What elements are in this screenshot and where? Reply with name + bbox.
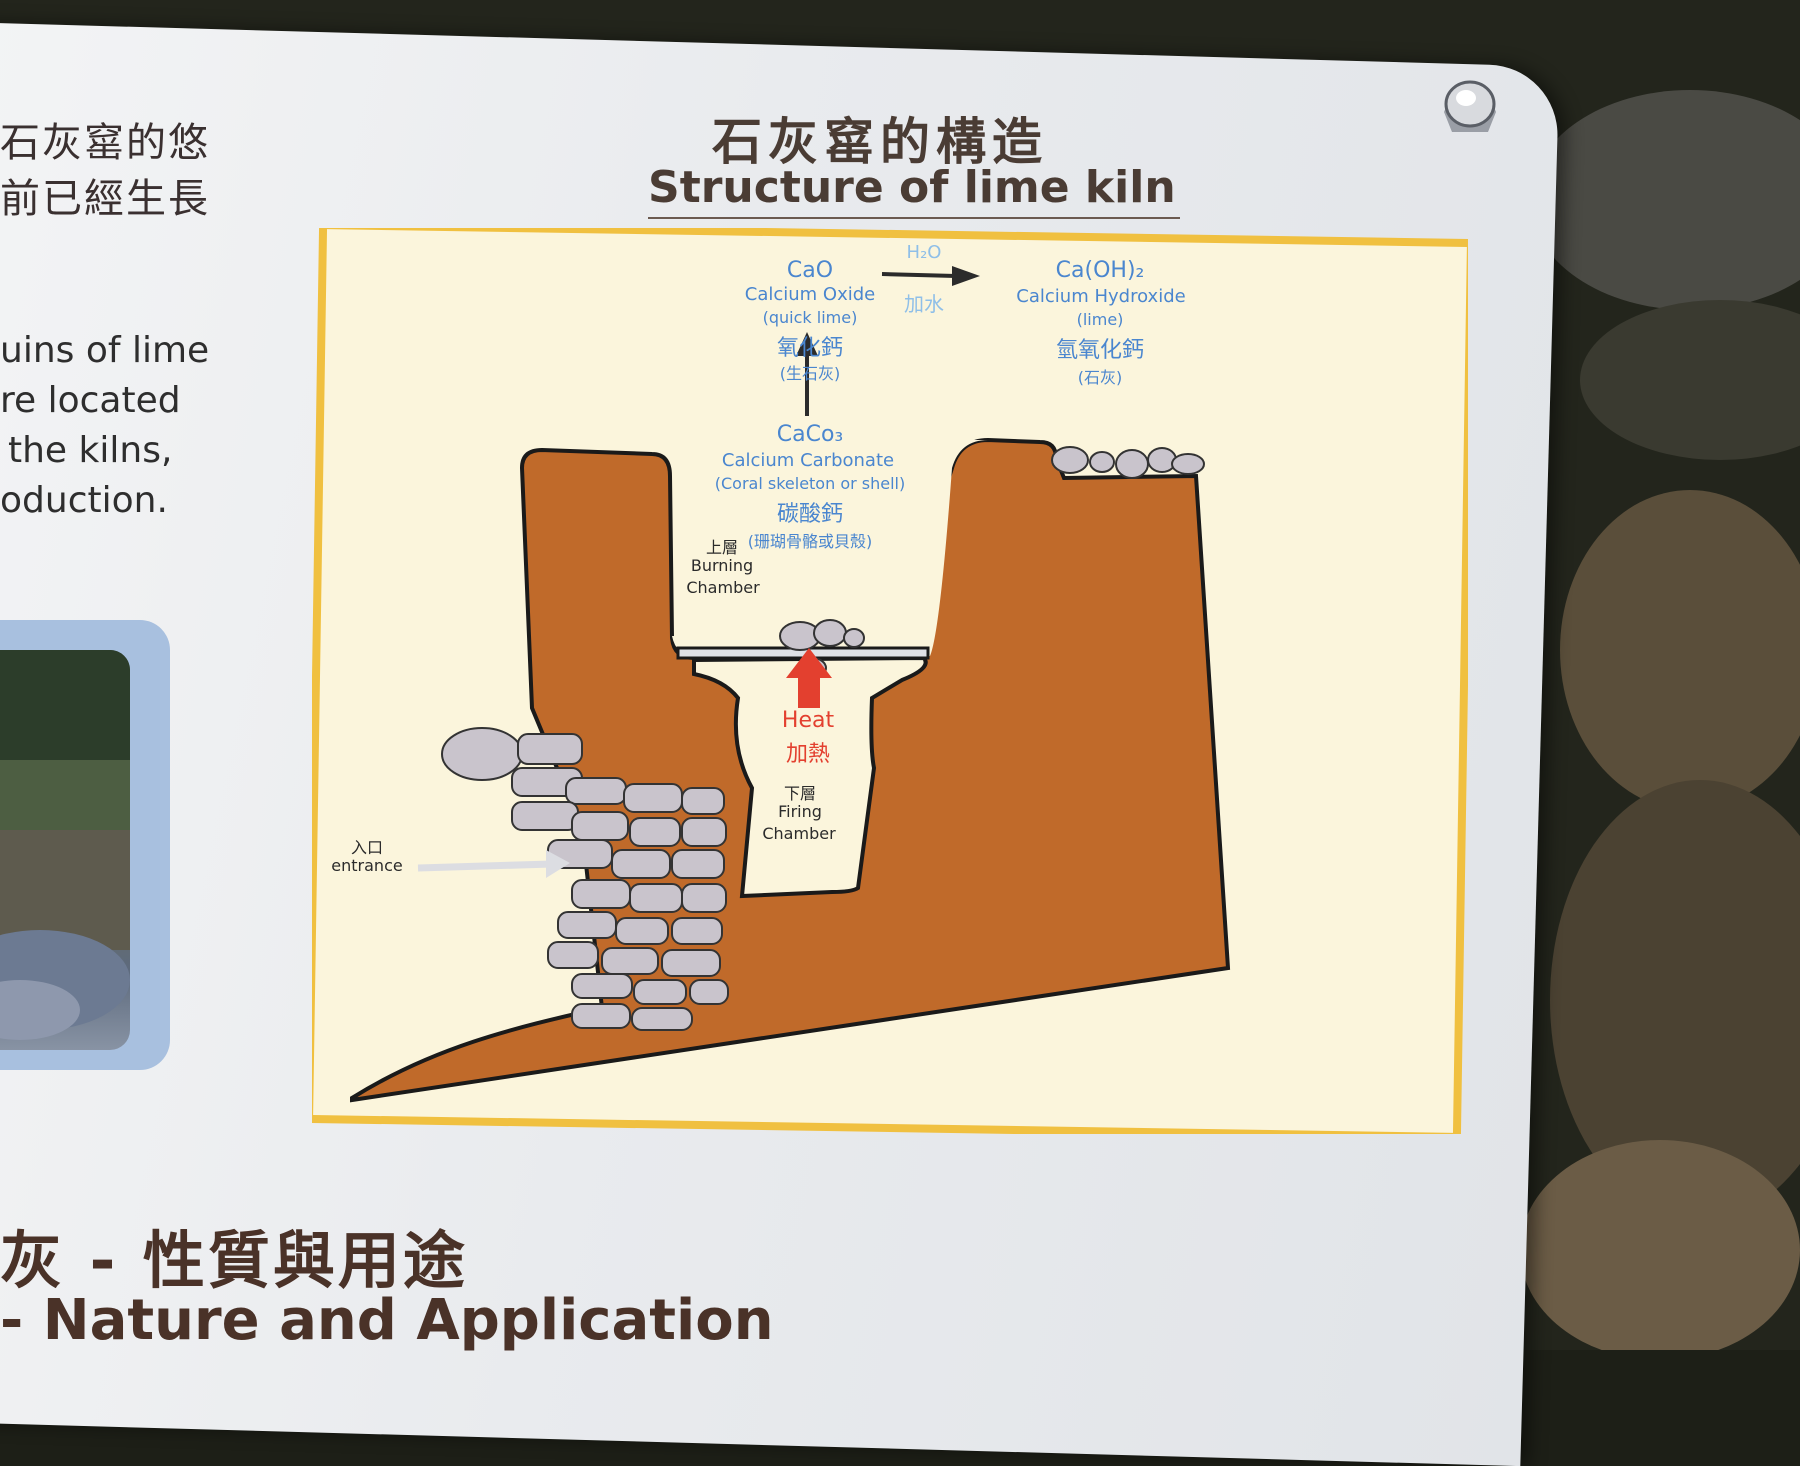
- cao-name-cn: 氧化鈣: [776, 336, 843, 361]
- lime-kiln-diagram: CaO Calcium Oxide (quick lime) 氧化鈣 (生石灰)…: [312, 228, 1468, 1134]
- water-label-cn: 加水: [904, 292, 944, 316]
- left-text-en-line2: re located: [0, 380, 181, 421]
- burning-chamber-en2: Chamber: [686, 578, 760, 597]
- kiln-illustration: [312, 228, 1468, 1134]
- water-formula: H₂O: [906, 242, 942, 263]
- heat-label-cn: 加熱: [785, 742, 830, 767]
- caco3-name-en: Calcium Carbonate: [721, 450, 895, 471]
- section-heading-cn: 灰 - 性質與用途: [0, 1224, 468, 1297]
- entrance-label-en: entrance: [331, 856, 403, 875]
- kiln-photo: [0, 650, 130, 1050]
- caoh2-name-en: Calcium Hydroxide: [1016, 286, 1186, 307]
- caoh2-name-cn: 氫氧化鈣: [1055, 338, 1144, 363]
- section-heading-en: - Nature and Application: [0, 1288, 774, 1353]
- caoh2-lime: (lime): [1076, 310, 1124, 329]
- burning-chamber-en1: Burning: [690, 556, 754, 575]
- title-english: Structure of lime kiln: [648, 162, 1180, 219]
- firing-chamber-cn: 下層: [783, 784, 816, 803]
- caco3-source-cn: (珊瑚骨骼或貝殼): [747, 532, 873, 551]
- left-text-cn-line2: 前已經生長: [0, 176, 210, 222]
- cao-name-cn-sub: (生石灰): [779, 364, 841, 383]
- cao-formula: CaO: [786, 258, 834, 283]
- caco3-formula: CaCo₃: [776, 422, 844, 447]
- entrance-label-cn: 入口: [350, 838, 383, 857]
- burning-chamber-cn: 上層: [705, 538, 738, 557]
- left-text-en-line4: oduction.: [0, 480, 168, 521]
- caco3-source-en: (Coral skeleton or shell): [714, 474, 906, 493]
- caoh2-formula: Ca(OH)₂: [1055, 258, 1145, 283]
- caco3-name-cn: 碳酸鈣: [776, 502, 843, 527]
- caoh2-name-cn-sub: (石灰): [1077, 368, 1123, 387]
- title-chinese: 石灰窰的構造: [712, 113, 1048, 171]
- heat-label-en: Heat: [781, 708, 835, 733]
- bolt-icon: [1444, 80, 1496, 132]
- cao-name-en: Calcium Oxide: [744, 284, 876, 305]
- firing-chamber-en2: Chamber: [762, 824, 836, 843]
- cao-quick-lime: (quick lime): [762, 308, 858, 327]
- firing-chamber-en1: Firing: [778, 802, 822, 821]
- left-text-en-line1: uins of lime: [0, 330, 210, 371]
- left-text-en-line3: the kilns,: [8, 430, 173, 471]
- left-text-cn-line1: 石灰窰的悠: [0, 120, 210, 166]
